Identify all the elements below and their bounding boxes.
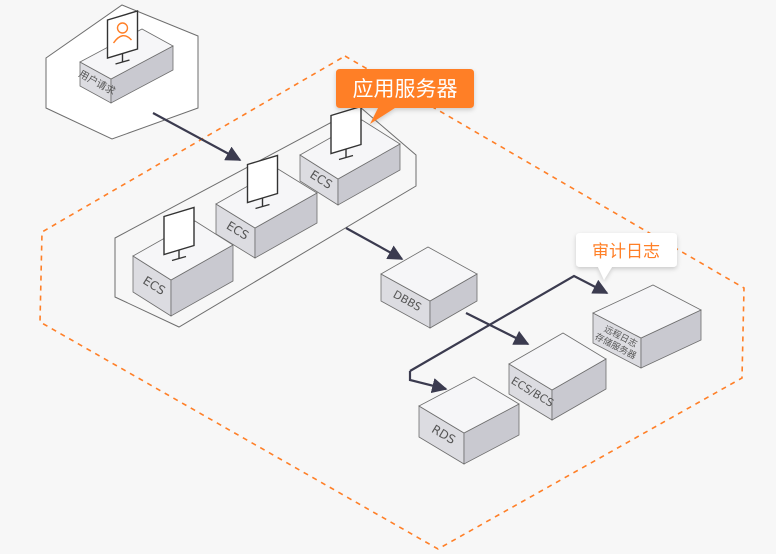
ecs-box-1: ECS <box>132 206 234 317</box>
arrow-dbbs-to-ecsbcs <box>465 312 530 345</box>
audit-log-label: 审计日志 <box>592 242 660 262</box>
arrow-user-to-ecs <box>152 112 242 161</box>
user-monitor-icon <box>106 10 139 65</box>
monitor-icon <box>246 154 279 210</box>
connection-arrows <box>152 112 609 394</box>
network-boundary <box>39 55 745 550</box>
rds-box: RDS <box>418 376 520 465</box>
audit-log-callout: 审计日志 <box>576 233 677 280</box>
app-server-callout: 应用服务器 <box>336 69 474 124</box>
ecs-box-2: ECS <box>215 154 318 259</box>
ecs-box-3: ECS <box>299 105 401 206</box>
monitor-icon <box>163 206 195 262</box>
ecs-bcs-box: ECS/BCS <box>508 332 607 421</box>
arrow-ecs-to-dbbs <box>345 227 404 260</box>
dbbs-box: DBBS <box>380 246 478 329</box>
user-request-box: 用户请求 <box>77 10 174 104</box>
app-server-label: 应用服务器 <box>353 77 458 101</box>
arrow-audit-branch <box>409 274 609 372</box>
arrow-to-rds <box>408 371 448 394</box>
monitor-icon <box>330 105 362 161</box>
